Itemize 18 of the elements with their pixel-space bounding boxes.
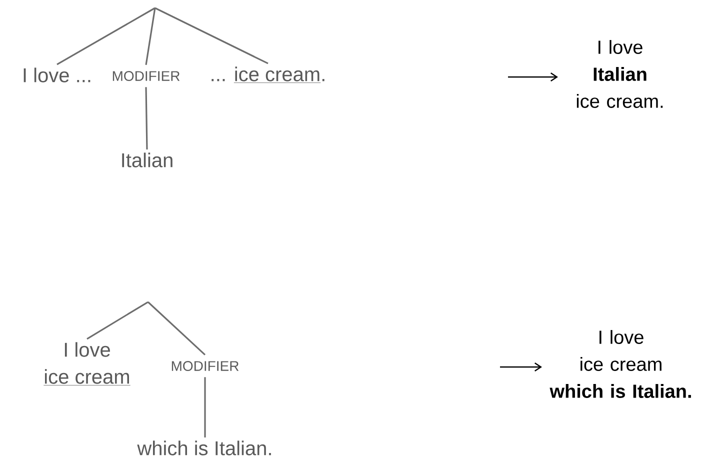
arrow <box>500 362 542 372</box>
branch-line <box>154 7 268 64</box>
branch-line <box>145 8 156 65</box>
branch-line <box>145 87 148 150</box>
modifier-label: MODIFIER <box>112 71 180 81</box>
branch-line <box>56 7 156 66</box>
modifier-label: MODIFIER <box>172 361 239 371</box>
branch-line <box>204 377 206 438</box>
sentence-text: I love Italian ice cream. <box>576 40 663 108</box>
sentence-text: I love ice cream which is Italian. <box>550 330 691 398</box>
phrase-text: ... ice cream. <box>212 66 324 83</box>
phrase-text: which is Italian. <box>137 440 271 456</box>
arrow <box>508 72 558 82</box>
phrase-text: I love ... <box>24 68 90 82</box>
phrase-text: I love ice cream <box>43 342 131 386</box>
branch-line <box>86 301 148 340</box>
phrase-text: Italian <box>122 152 172 168</box>
branch-line <box>147 301 206 356</box>
